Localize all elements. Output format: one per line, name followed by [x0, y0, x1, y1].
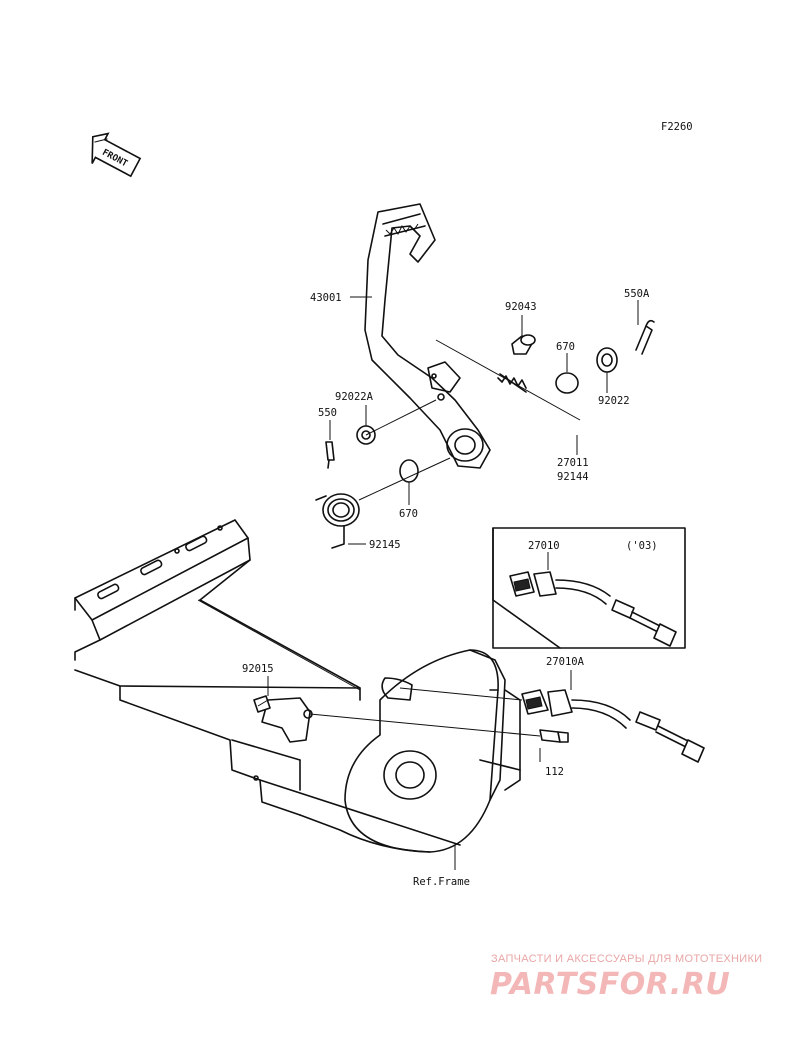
inset-box — [492, 527, 686, 649]
label-27010: 27010 — [528, 540, 560, 552]
frame — [74, 519, 521, 870]
o-ring-670-top — [555, 372, 579, 394]
label-112: 112 — [545, 766, 564, 778]
pin-92043 — [511, 334, 536, 355]
label-92015: 92015 — [242, 663, 274, 675]
cotter-pin-550 — [325, 441, 335, 469]
bolt-112 — [539, 729, 569, 743]
label-92144: 92144 — [557, 471, 589, 483]
label-27010A: 27010A — [546, 656, 585, 668]
watermark-tagline: ЗАПЧАСТИ И АКСЕССУАРЫ ДЛЯ МОТОТЕХНИКИ — [491, 953, 762, 965]
label-ref-frame: Ref.Frame — [413, 876, 470, 888]
label-92145: 92145 — [369, 539, 401, 551]
inset-year: ('03) — [626, 540, 658, 552]
diagram-code: F2260 — [661, 121, 693, 133]
o-ring-670-bottom — [399, 459, 419, 483]
brake-switch-27010 — [509, 571, 677, 647]
label-92022A: 92022A — [335, 391, 374, 403]
watermark-brand: PARTSFOR.RU — [490, 967, 730, 1002]
label-92022: 92022 — [598, 395, 630, 407]
washer-92022 — [596, 347, 618, 373]
return-spring-92145 — [315, 493, 360, 549]
label-27011: 27011 — [557, 457, 589, 469]
label-670-top: 670 — [556, 341, 575, 353]
label-550A: 550A — [624, 288, 650, 300]
label-92043: 92043 — [505, 301, 537, 313]
cotter-pin-550A — [635, 319, 655, 355]
label-670-bottom: 670 — [399, 508, 418, 520]
brake-pedal — [364, 203, 491, 469]
brake-switch-27010A — [521, 689, 705, 763]
label-550: 550 — [318, 407, 337, 419]
spring-92144 — [435, 339, 581, 421]
label-43001: 43001 — [310, 292, 342, 304]
front-arrow-icon: FRONT — [91, 132, 142, 178]
leader-lines — [197, 296, 639, 762]
